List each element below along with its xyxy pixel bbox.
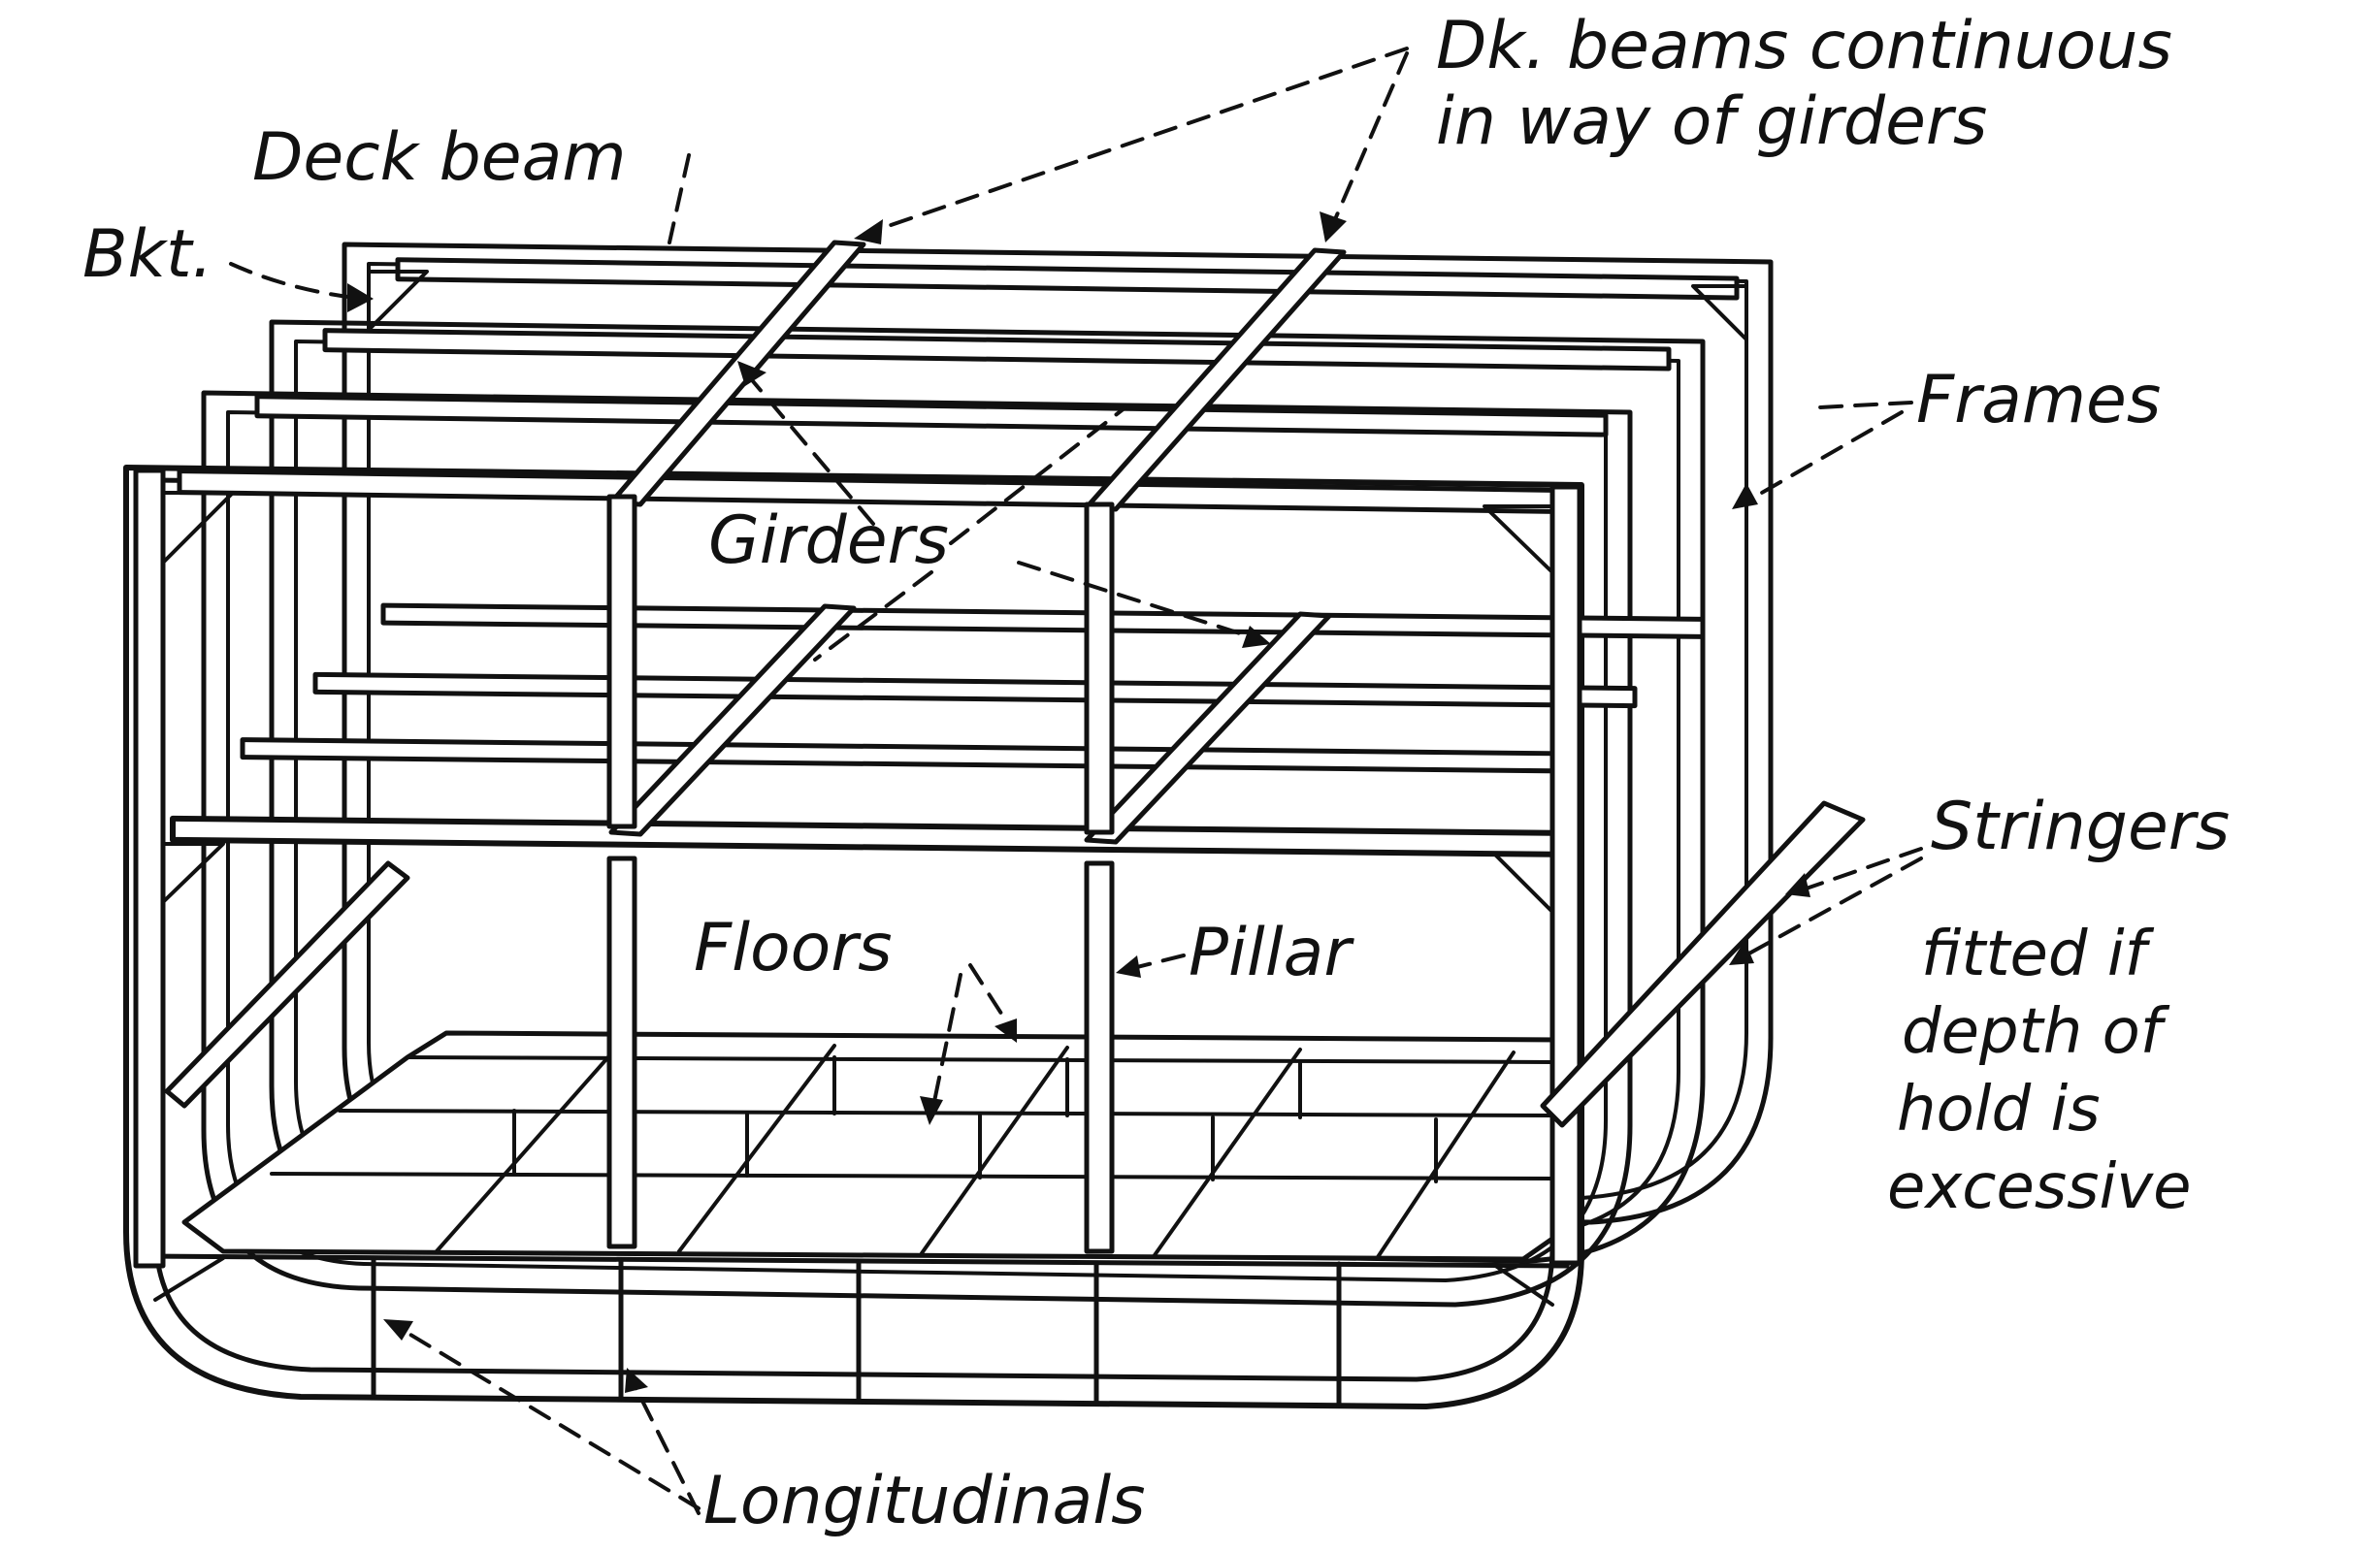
- side-stringers: [164, 800, 1866, 1128]
- label-deck-beam: Deck beam: [252, 119, 627, 196]
- pillars: [606, 494, 1115, 1254]
- label-stringers-note-3: hold is: [1897, 1074, 2101, 1146]
- deck-girders: [608, 240, 1347, 512]
- front-frame: [123, 465, 1584, 1409]
- label-dk-beams-line2: in way of girders: [1436, 83, 1987, 160]
- leader-lines: [229, 47, 1923, 1515]
- deck-beam: [322, 328, 1672, 372]
- label-pillar: Pillar: [1189, 915, 1354, 991]
- label-floors: Floors: [694, 910, 893, 986]
- deck-beams: [177, 257, 1740, 514]
- label-dk-beams-line1: Dk. beams continuous: [1436, 8, 2172, 84]
- hold-beams: [170, 602, 1706, 858]
- deck-beam: [395, 257, 1740, 301]
- deck-beam: [254, 394, 1609, 437]
- label-stringers-note-2: depth of: [1902, 996, 2170, 1068]
- label-stringers-note-4: excessive: [1887, 1151, 2192, 1223]
- label-longitudinals: Longitudinals: [703, 1463, 1146, 1539]
- label-frames: Frames: [1916, 362, 2161, 438]
- label-stringers-note-1: fitted if: [1921, 919, 2155, 990]
- pillar: [606, 494, 637, 829]
- floors-grid: [181, 1030, 1565, 1262]
- label-stringers: Stringers: [1931, 789, 2230, 865]
- label-bkt: Bkt.: [82, 216, 212, 293]
- frame-uprights: [133, 270, 1748, 1269]
- pillar: [1084, 860, 1115, 1254]
- labels: Dk. beams continuous in way of girders D…: [82, 8, 2230, 1539]
- label-girders: Girders: [708, 502, 949, 579]
- pillar: [606, 856, 637, 1249]
- pillar: [1084, 501, 1115, 835]
